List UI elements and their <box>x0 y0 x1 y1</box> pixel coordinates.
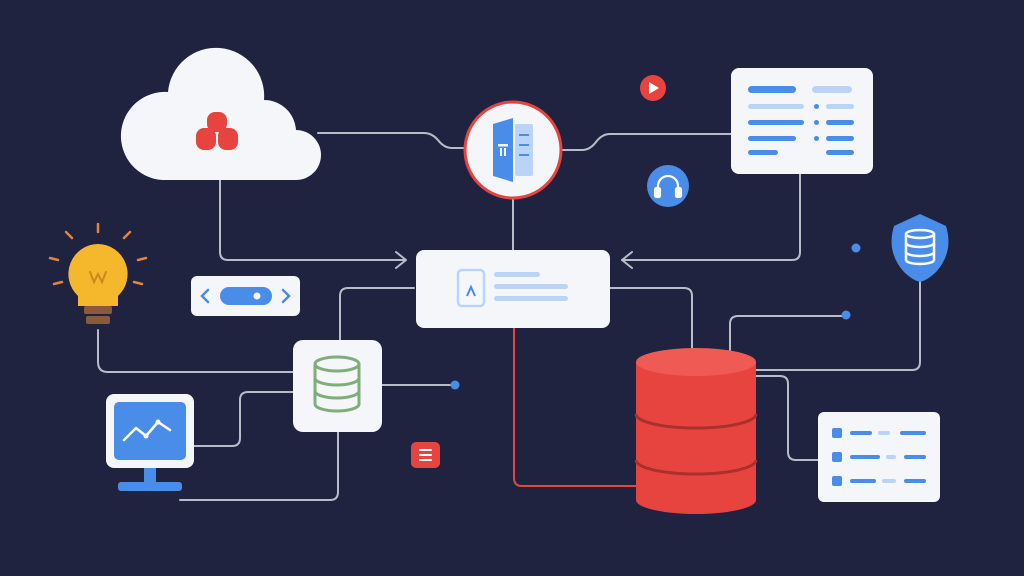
dashboard-icon <box>456 268 568 308</box>
server-icon <box>493 118 533 182</box>
lightbulb-icon <box>48 222 148 324</box>
list-card <box>818 412 940 502</box>
database-shield-icon <box>891 214 949 282</box>
database-red-node <box>634 348 758 514</box>
connector-cloud-hub <box>219 179 405 261</box>
database-red-body <box>636 362 756 514</box>
endpoint-dot <box>851 243 861 253</box>
headset-badge[interactable] <box>647 165 689 207</box>
play-badge[interactable] <box>640 75 666 101</box>
hub-card <box>416 250 610 328</box>
database-icon <box>313 355 361 413</box>
connector-hub-arrow-right <box>621 251 633 269</box>
connector-shield-red-database <box>755 277 921 371</box>
connector-document-hub <box>621 171 801 261</box>
cluster-icon <box>196 112 238 150</box>
connector-red-database-list <box>755 375 819 461</box>
endpoint-dot <box>450 380 460 390</box>
connector-monitor-database <box>193 391 295 447</box>
list-icon <box>832 428 926 486</box>
connector-lightbulb-database <box>97 329 295 373</box>
headset-icon <box>653 174 683 199</box>
database-red-top <box>636 348 756 376</box>
connector-database-bottom <box>179 431 339 501</box>
headset-badge-bg <box>647 165 689 207</box>
menu-badge[interactable] <box>411 442 440 468</box>
cloud-node <box>120 47 322 180</box>
document-card <box>731 68 873 174</box>
monitor-icon <box>106 394 194 491</box>
connector-cloud-server <box>317 132 467 149</box>
slider-widget[interactable] <box>191 276 300 316</box>
slider-icon <box>200 287 291 305</box>
server-node <box>463 100 563 200</box>
menu-icon <box>419 449 432 461</box>
connector-dot-red-database <box>729 315 845 351</box>
database-green-node <box>293 340 382 432</box>
endpoint-dot <box>841 310 851 320</box>
connector-hub-red-database-red <box>513 327 637 487</box>
connector-hub-arrow-left <box>395 251 407 269</box>
connector-hub-database <box>339 287 415 343</box>
document-icon <box>748 86 854 155</box>
connector-hub-red-database <box>609 287 693 349</box>
play-icon <box>649 82 659 94</box>
connector-server-document <box>561 133 733 151</box>
